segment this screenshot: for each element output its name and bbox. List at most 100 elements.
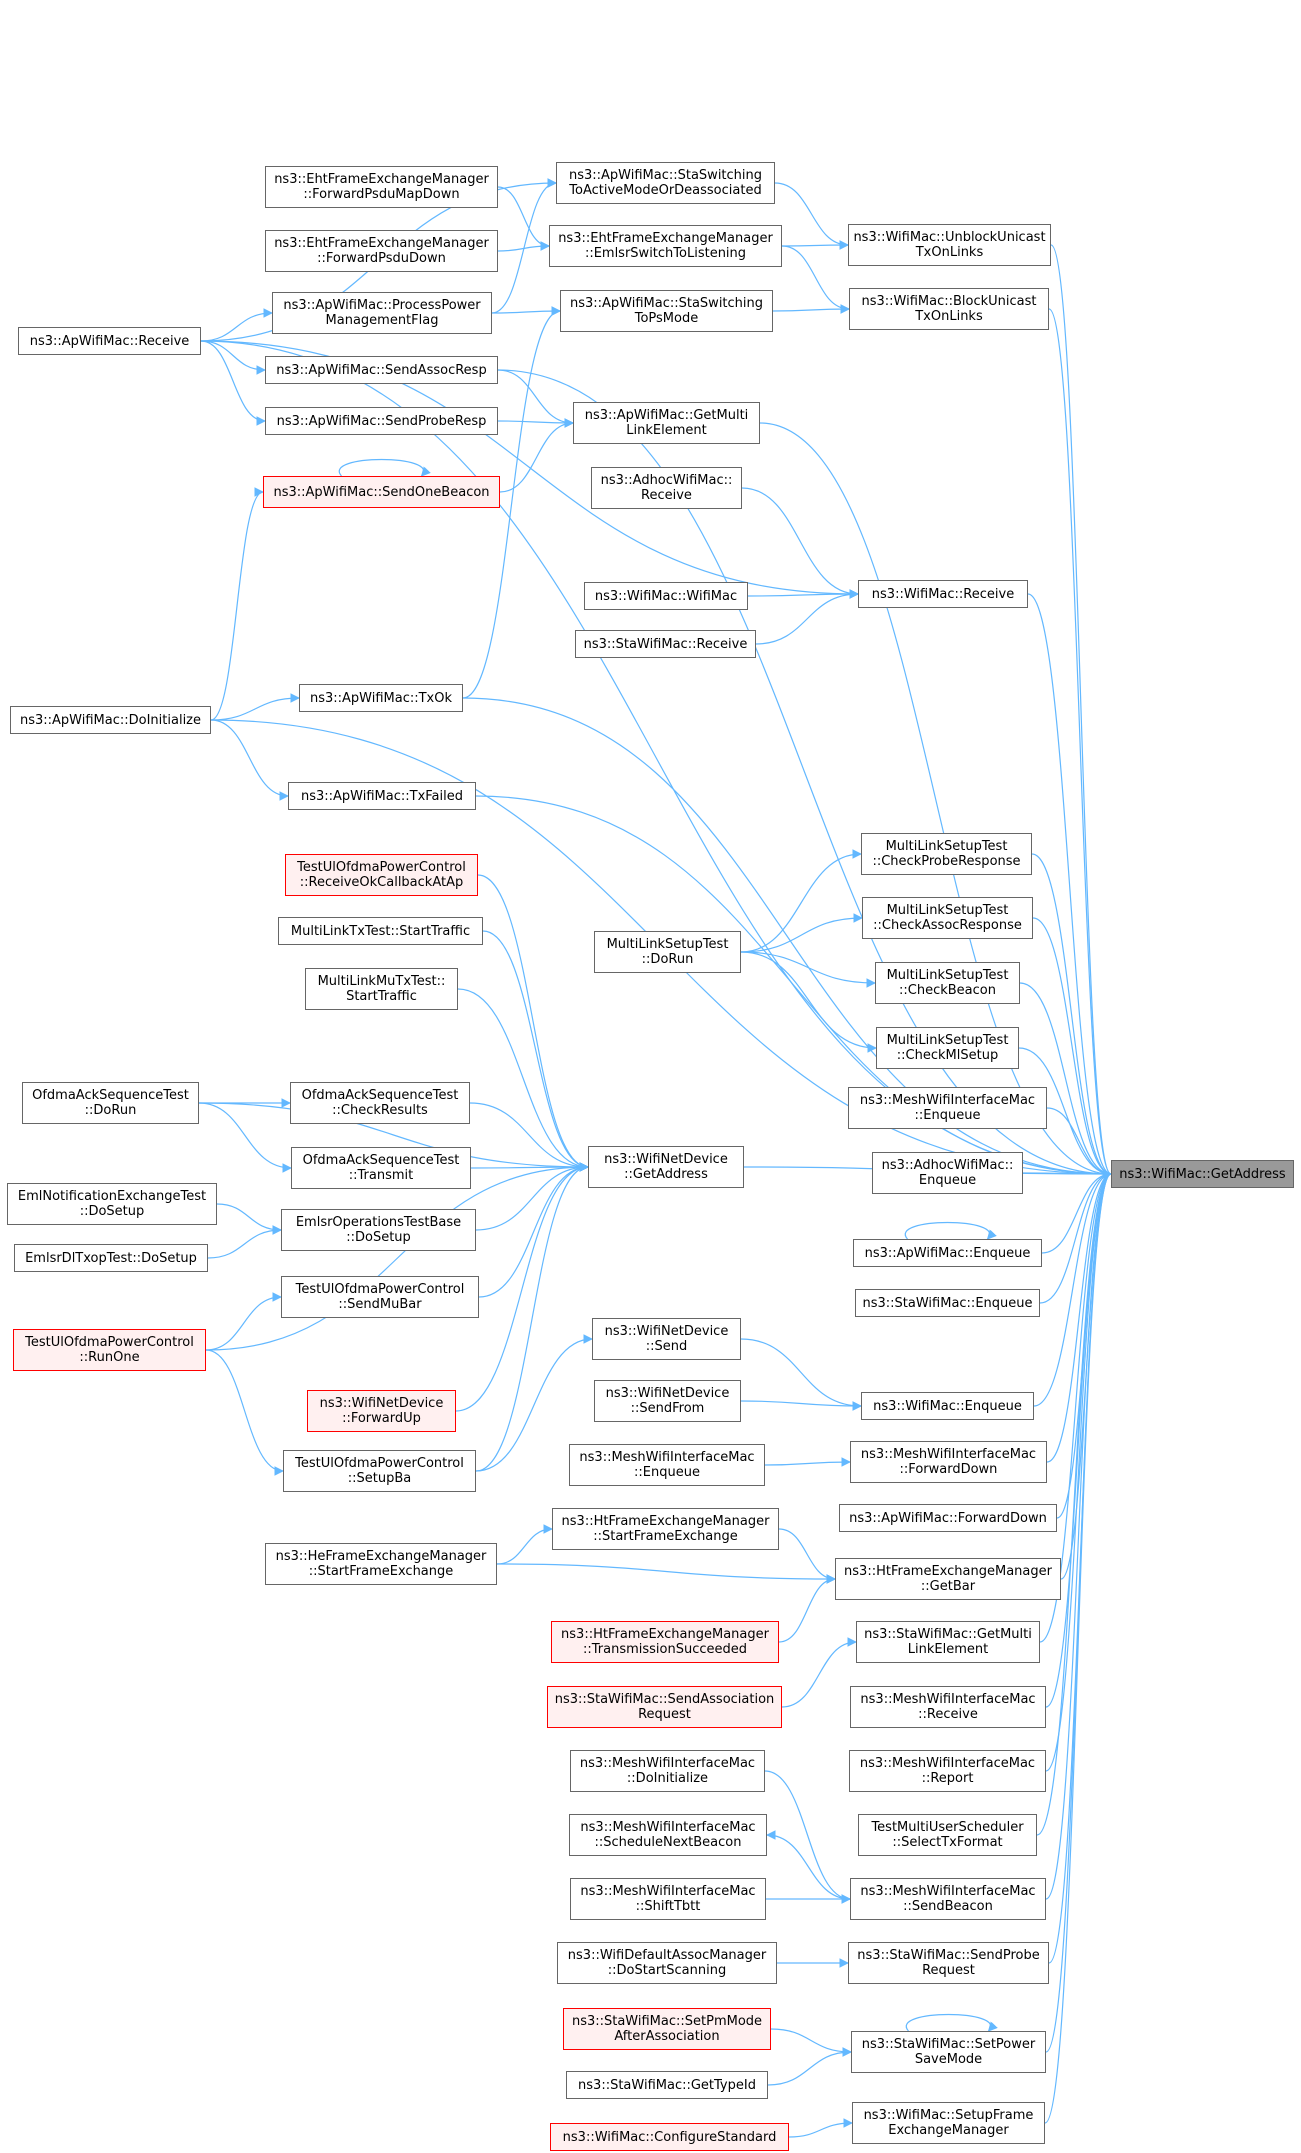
- node-wm-cs[interactable]: ns3::WifiMac::ConfigureStandard: [550, 2123, 789, 2151]
- edge-wm-but-to-getaddr: [1048, 308, 1112, 1179]
- node-oast-dorun[interactable]: OfdmaAckSequenceTest ::DoRun: [22, 1082, 199, 1124]
- edge-ap-ssam-to-wm-uut: [774, 182, 849, 250]
- edge-ap-sob-to-ap-gmle: [499, 418, 574, 493]
- edge-wm-sfem-to-getaddr: [1044, 1169, 1112, 2124]
- edge-sta-gmle-to-getaddr: [1039, 1169, 1112, 1643]
- node-adhoc-recv[interactable]: ns3::AdhocWifiMac:: Receive: [591, 467, 742, 509]
- edge-ap-sar-to-ap-gmle: [497, 369, 574, 428]
- node-ap-txf[interactable]: ns3::ApWifiMac::TxFailed: [288, 782, 476, 810]
- node-ap-ppmf[interactable]: ns3::ApWifiMac::ProcessPower ManagementF…: [272, 292, 492, 334]
- node-mlst-cpr[interactable]: MultiLinkSetupTest ::CheckProbeResponse: [861, 833, 1032, 875]
- node-mwim-rep[interactable]: ns3::MeshWifiInterfaceMac ::Report: [849, 1750, 1046, 1792]
- node-mlst-car[interactable]: MultiLinkSetupTest ::CheckAssocResponse: [862, 897, 1033, 939]
- node-mwim-snb[interactable]: ns3::MeshWifiInterfaceMac ::ScheduleNext…: [569, 1814, 767, 1856]
- node-adhoc-enq[interactable]: ns3::AdhocWifiMac:: Enqueue: [872, 1152, 1023, 1194]
- node-ap-spr[interactable]: ns3::ApWifiMac::SendProbeResp: [265, 407, 498, 435]
- node-wm-but[interactable]: ns3::WifiMac::BlockUnicast TxOnLinks: [849, 288, 1049, 330]
- node-aprecv[interactable]: ns3::ApWifiMac::Receive: [18, 327, 201, 355]
- node-enet-ds[interactable]: EmlNotificationExchangeTest ::DoSetup: [7, 1183, 217, 1225]
- node-ap-ssam[interactable]: ns3::ApWifiMac::StaSwitching ToActiveMod…: [556, 162, 775, 204]
- node-efem-fpmd[interactable]: ns3::EhtFrameExchangeManager ::ForwardPs…: [265, 166, 498, 208]
- node-wdam-dss[interactable]: ns3::WifiDefaultAssocManager ::DoStartSc…: [557, 1942, 777, 1984]
- node-hefem-sfe[interactable]: ns3::HeFrameExchangeManager ::StartFrame…: [265, 1543, 497, 1585]
- node-ap-enq[interactable]: ns3::ApWifiMac::Enqueue: [853, 1239, 1042, 1267]
- edge-wm-recv-to-getaddr: [1027, 593, 1112, 1179]
- edge-mlst-dorun-to-mlst-car: [740, 913, 863, 953]
- node-tuopc-smb[interactable]: TestUlOfdmaPowerControl ::SendMuBar: [281, 1276, 479, 1318]
- edge-edtt-ds-to-eotb-ds: [207, 1225, 282, 1259]
- node-mlst-cb[interactable]: MultiLinkSetupTest ::CheckBeacon: [875, 962, 1020, 1004]
- node-mwim-recv[interactable]: ns3::MeshWifiInterfaceMac ::Receive: [850, 1686, 1046, 1728]
- node-sta-gti[interactable]: ns3::StaWifiMac::GetTypeId: [566, 2071, 768, 2099]
- node-wnd-ga[interactable]: ns3::WifiNetDevice ::GetAddress: [588, 1146, 744, 1188]
- node-ap-doinit[interactable]: ns3::ApWifiMac::DoInitialize: [10, 706, 211, 734]
- edge-ap-gmle-to-getaddr: [759, 422, 1112, 1179]
- node-oast-tx[interactable]: OfdmaAckSequenceTest ::Transmit: [291, 1147, 471, 1189]
- node-edtt-ds[interactable]: EmlsrDlTxopTest::DoSetup: [14, 1244, 208, 1272]
- node-htfem-ts[interactable]: ns3::HtFrameExchangeManager ::Transmissi…: [551, 1621, 779, 1663]
- node-sta-spm[interactable]: ns3::StaWifiMac::SetPmMode AfterAssociat…: [563, 2008, 771, 2050]
- node-htfem-gb[interactable]: ns3::HtFrameExchangeManager ::GetBar: [835, 1558, 1061, 1600]
- edge-mlst-dorun-to-mlst-cms: [740, 951, 877, 1053]
- node-mwim-di[interactable]: ns3::MeshWifiInterfaceMac ::DoInitialize: [570, 1750, 765, 1792]
- node-wm-wm[interactable]: ns3::WifiMac::WifiMac: [584, 582, 748, 610]
- node-htfem-sfe[interactable]: ns3::HtFrameExchangeManager ::StartFrame…: [552, 1508, 779, 1550]
- node-tuopc-run[interactable]: TestUlOfdmaPowerControl ::RunOne: [13, 1329, 206, 1371]
- node-sta-spsm[interactable]: ns3::StaWifiMac::SetPower SaveMode: [851, 2031, 1046, 2073]
- node-eotb-ds[interactable]: EmlsrOperationsTestBase ::DoSetup: [281, 1209, 476, 1251]
- edge-sta-spsm-to-sta-spsm: [905, 2013, 998, 2032]
- node-ap-fd[interactable]: ns3::ApWifiMac::ForwardDown: [839, 1504, 1057, 1532]
- node-mwim-sb[interactable]: ns3::MeshWifiInterfaceMac ::SendBeacon: [850, 1878, 1046, 1920]
- edge-tuopc-roc-to-wnd-ga: [477, 874, 589, 1172]
- node-mwim-st[interactable]: ns3::MeshWifiInterfaceMac ::ShiftTbtt: [570, 1878, 766, 1920]
- node-ap-gmle[interactable]: ns3::ApWifiMac::GetMulti LinkElement: [573, 402, 760, 444]
- edge-aprecv-to-ap-spr: [200, 340, 266, 426]
- edge-mlst-dorun-to-mlst-cpr: [740, 849, 862, 953]
- node-ap-sob[interactable]: ns3::ApWifiMac::SendOneBeacon: [263, 476, 500, 508]
- edge-hefem-sfe-to-htfem-gb: [496, 1563, 836, 1584]
- node-ap-txok[interactable]: ns3::ApWifiMac::TxOk: [299, 684, 463, 712]
- edge-efem-estl-to-wm-but: [781, 245, 850, 314]
- edge-mlst-cb-to-getaddr: [1019, 982, 1112, 1179]
- edge-wm-enq-to-getaddr: [1033, 1169, 1112, 1407]
- node-wnd-send[interactable]: ns3::WifiNetDevice ::Send: [592, 1318, 741, 1360]
- node-sta-enq[interactable]: ns3::StaWifiMac::Enqueue: [855, 1289, 1040, 1317]
- edge-ap-doinit-to-ap-txok: [210, 693, 300, 721]
- node-ap-sar[interactable]: ns3::ApWifiMac::SendAssocResp: [265, 356, 498, 384]
- node-sta-recv[interactable]: ns3::StaWifiMac::Receive: [575, 630, 756, 658]
- node-wm-enq[interactable]: ns3::WifiMac::Enqueue: [861, 1392, 1034, 1420]
- node-efem-fpd[interactable]: ns3::EhtFrameExchangeManager ::ForwardPs…: [265, 230, 498, 272]
- node-tuopc-sba[interactable]: TestUlOfdmaPowerControl ::SetupBa: [283, 1450, 476, 1492]
- edge-aprecv-to-wm-recv: [200, 340, 859, 599]
- node-wm-uut[interactable]: ns3::WifiMac::UnblockUnicast TxOnLinks: [848, 224, 1051, 266]
- node-mwim-fd[interactable]: ns3::MeshWifiInterfaceMac ::ForwardDown: [850, 1441, 1047, 1483]
- node-sta-spr[interactable]: ns3::StaWifiMac::SendProbe Request: [848, 1942, 1049, 1984]
- node-oast-cr[interactable]: OfdmaAckSequenceTest ::CheckResults: [290, 1082, 470, 1124]
- node-wm-sfem[interactable]: ns3::WifiMac::SetupFrame ExchangeManager: [852, 2102, 1045, 2144]
- node-wnd-fu[interactable]: ns3::WifiNetDevice ::ForwardUp: [307, 1390, 456, 1432]
- edge-ap-enq-to-getaddr: [1041, 1169, 1112, 1254]
- node-mwim-enq2[interactable]: ns3::MeshWifiInterfaceMac ::Enqueue: [569, 1444, 765, 1486]
- node-sta-sar[interactable]: ns3::StaWifiMac::SendAssociation Request: [547, 1686, 782, 1728]
- node-efem-estl[interactable]: ns3::EhtFrameExchangeManager ::EmlsrSwit…: [549, 225, 782, 267]
- node-mlst-cms[interactable]: MultiLinkSetupTest ::CheckMlSetup: [876, 1027, 1019, 1069]
- edge-mlmu-st-to-wnd-ga: [457, 988, 589, 1172]
- edge-wnd-send-to-wm-enq: [740, 1338, 862, 1411]
- edge-ap-enq-to-ap-enq: [904, 1221, 997, 1240]
- node-wnd-sf[interactable]: ns3::WifiNetDevice ::SendFrom: [594, 1380, 741, 1422]
- node-sta-gmle[interactable]: ns3::StaWifiMac::GetMulti LinkElement: [856, 1621, 1040, 1663]
- node-mltx-st[interactable]: MultiLinkTxTest::StartTraffic: [278, 917, 483, 945]
- edge-mwim-di-to-mwim-sb: [764, 1770, 851, 1904]
- edge-mwim-enq-to-getaddr: [1046, 1107, 1112, 1179]
- edge-tuopc-run-to-wnd-ga: [205, 1162, 589, 1351]
- edge-tuopc-sba-to-wnd-send: [475, 1334, 593, 1472]
- node-ap-sstp[interactable]: ns3::ApWifiMac::StaSwitching ToPsMode: [560, 290, 773, 332]
- edge-hefem-sfe-to-htfem-sfe: [496, 1524, 553, 1565]
- node-mlst-dorun[interactable]: MultiLinkSetupTest ::DoRun: [594, 931, 741, 973]
- node-wm-recv[interactable]: ns3::WifiMac::Receive: [858, 580, 1028, 608]
- node-mwim-enq[interactable]: ns3::MeshWifiInterfaceMac ::Enqueue: [848, 1087, 1047, 1129]
- node-mlmu-st[interactable]: MultiLinkMuTxTest:: StartTraffic: [305, 968, 458, 1010]
- node-tuopc-roc[interactable]: TestUlOfdmaPowerControl ::ReceiveOkCallb…: [285, 854, 478, 896]
- node-tmus-stf[interactable]: TestMultiUserScheduler ::SelectTxFormat: [858, 1814, 1037, 1856]
- edge-efem-fpmd-to-efem-estl: [497, 186, 550, 251]
